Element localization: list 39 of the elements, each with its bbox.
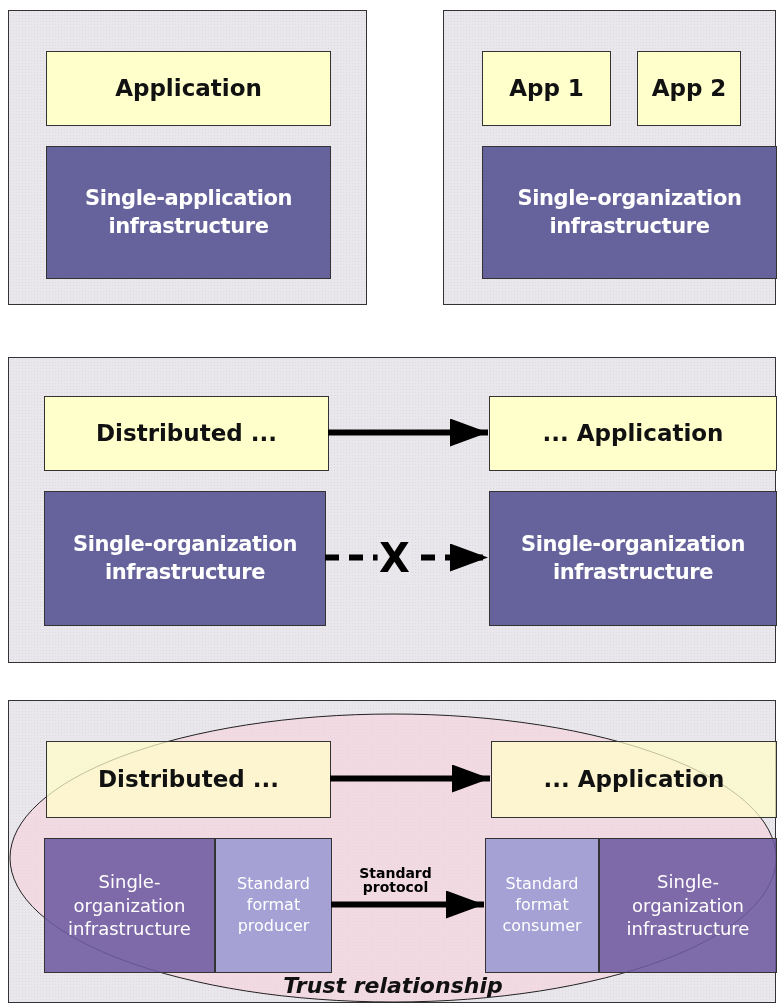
cross-mark: X xyxy=(377,536,412,579)
box-label: Single- organization infrastructure xyxy=(625,870,751,941)
arrow xyxy=(331,890,484,919)
application-box xyxy=(482,51,611,126)
box-label: Single-organization infrastructure xyxy=(520,531,746,586)
format-box xyxy=(485,838,599,973)
application-box xyxy=(46,51,331,126)
arrow xyxy=(328,418,488,447)
box-label: Single-organization infrastructure xyxy=(72,531,298,586)
box-label: Standard format producer xyxy=(236,874,311,937)
box-label: ... Application xyxy=(542,764,726,794)
box-label: Standard format consumer xyxy=(501,874,583,937)
infrastructure-box xyxy=(599,838,777,973)
infrastructure-box xyxy=(44,838,215,973)
box-label: App 2 xyxy=(650,73,728,103)
panel xyxy=(443,10,776,305)
box-label: Single-application infrastructure xyxy=(83,185,294,240)
edge-label: Standard protocol xyxy=(358,865,433,896)
arrow xyxy=(330,764,490,793)
box-label: App 1 xyxy=(508,73,585,103)
panel xyxy=(8,357,776,663)
box-label: Application xyxy=(114,73,263,103)
ellipse-label: Trust relationship xyxy=(282,972,504,1001)
box-label: ... Application xyxy=(541,418,725,448)
box-label: Distributed ... xyxy=(97,764,280,794)
infrastructure-box xyxy=(482,146,777,279)
format-box xyxy=(215,838,332,973)
application-box xyxy=(44,396,329,471)
infrastructure-box xyxy=(489,491,777,626)
application-box xyxy=(637,51,741,126)
panel xyxy=(8,10,367,305)
box-label: Single- organization infrastructure xyxy=(67,870,192,941)
application-box xyxy=(46,741,331,818)
box-label: Distributed ... xyxy=(95,418,278,448)
application-box xyxy=(489,396,777,471)
infrastructure-box xyxy=(44,491,326,626)
application-box xyxy=(491,741,777,818)
box-label: Single-organization infrastructure xyxy=(516,185,743,240)
infrastructure-box xyxy=(46,146,331,279)
